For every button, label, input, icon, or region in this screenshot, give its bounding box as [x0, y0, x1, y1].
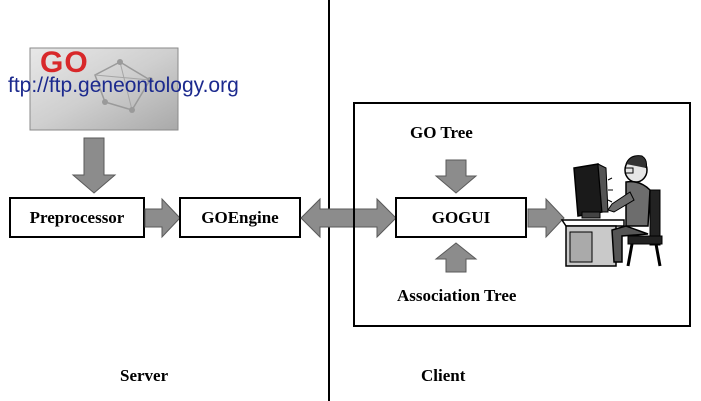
arrow-goengine-gogui-bidirectional — [300, 197, 397, 239]
client-frame — [353, 102, 691, 327]
gogui-box — [395, 197, 527, 238]
user-at-computer-icon — [560, 155, 663, 267]
goengine-label: GOEngine — [201, 207, 279, 227]
go-logo-icon — [29, 47, 179, 131]
arrow-preprocessor-to-goengine — [144, 197, 181, 239]
gogui-label: GOGUI — [431, 207, 491, 227]
preprocessor-box — [9, 197, 145, 238]
arrow-logo-to-preprocessor — [71, 137, 117, 194]
arrow-gogui-to-user — [527, 197, 565, 239]
arrow-association-to-gogui — [434, 242, 478, 273]
arrow-gotree-to-gogui — [434, 159, 478, 194]
association-tree-label: Association Tree — [397, 286, 517, 305]
go-logo-text: GO — [40, 46, 89, 79]
ftp-url-label: ftp://ftp.geneontology.org — [8, 74, 239, 97]
client-label: Client — [421, 366, 466, 385]
go-tree-label: GO Tree — [410, 123, 473, 142]
server-label: Server — [120, 366, 169, 385]
preprocessor-label: Preprocessor — [29, 207, 125, 227]
goengine-box — [179, 197, 301, 238]
